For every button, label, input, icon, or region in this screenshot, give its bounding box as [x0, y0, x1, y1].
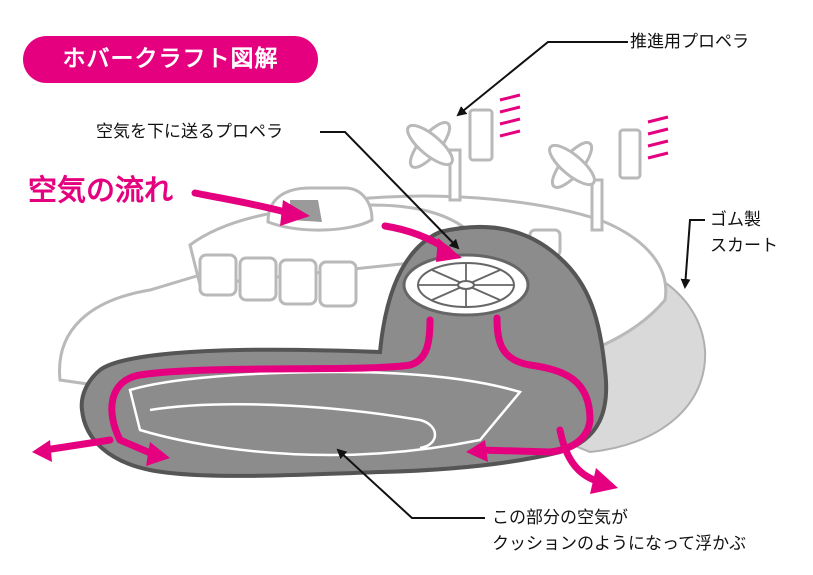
cushion-label-line1: この部分の空気が	[492, 508, 628, 528]
deck-outline	[128, 370, 523, 457]
arrow-icon	[32, 200, 618, 494]
air-flow-label: 空気の流れ	[28, 173, 174, 207]
deck-edge	[149, 403, 437, 450]
propeller-icon	[548, 115, 669, 232]
skirt-label-line2: スカート	[710, 236, 778, 256]
diagram-title: ホバークラフト図解	[23, 36, 318, 83]
fan-icon	[402, 253, 530, 317]
propeller-icon	[406, 93, 521, 202]
cabin-windows	[198, 228, 562, 308]
leader-lines	[320, 41, 705, 519]
propulsion-propeller-label: 推進用プロペラ	[630, 32, 749, 52]
airflow-arrows	[41, 189, 604, 486]
down-propeller-label: 空気を下に送るプロペラ	[96, 122, 283, 142]
cushion-label-line2: クッションのようになって浮かぶ	[492, 534, 747, 554]
skirt-label-line1: ゴム製	[710, 210, 761, 230]
